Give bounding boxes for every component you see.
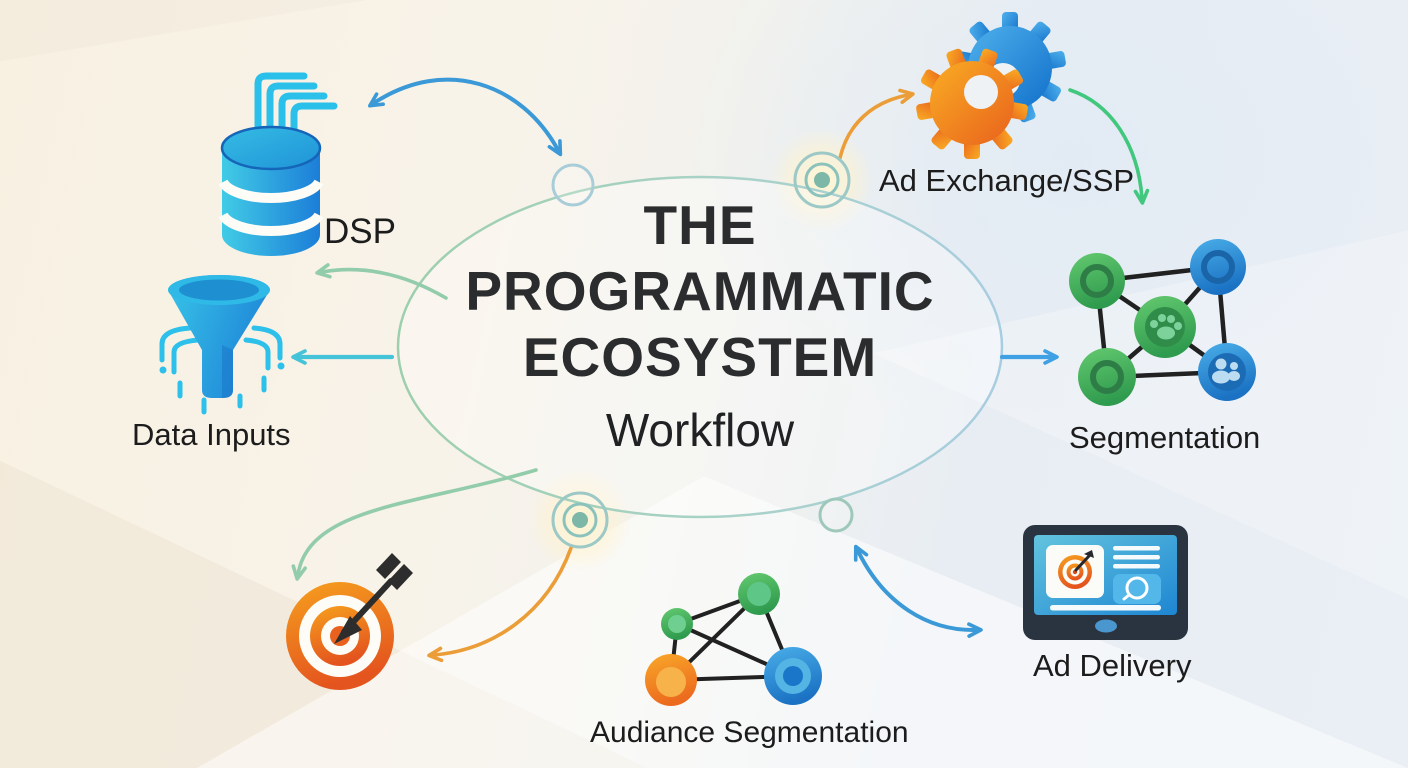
title-subtitle: Workflow — [605, 404, 795, 456]
target-arrow-icon — [286, 553, 413, 690]
title-line-3: ECOSYSTEM — [522, 326, 878, 388]
ad-exchange-ssp-label: Ad Exchange/SSP — [879, 163, 1135, 198]
junction-node-rings — [551, 491, 609, 549]
junction-node-rings — [793, 151, 851, 209]
funnel-icon — [159, 275, 285, 415]
mini-target — [1058, 550, 1094, 589]
connector-dsp-ellipse — [368, 77, 563, 157]
connector-ellipse-adexchange — [838, 88, 915, 160]
database-icon — [218, 72, 338, 256]
audience-segmentation-label: Audiance Segmentation — [590, 716, 909, 749]
ellipse-junction-nodes — [551, 151, 854, 549]
connector-node-addelivery — [853, 544, 983, 638]
connector-ellipse-dsp — [315, 263, 448, 300]
dsp-label: DSP — [324, 212, 396, 251]
tablet-ad-icon — [1023, 525, 1188, 640]
gears-icon — [916, 12, 1066, 159]
connector-arrows — [291, 77, 1150, 663]
ad-delivery-label: Ad Delivery — [1033, 648, 1192, 683]
connector-node-target — [427, 546, 573, 663]
connector-ellipse-target — [291, 468, 538, 581]
diagram-title: THE PROGRAMMATIC ECOSYSTEM Workflow — [400, 192, 1000, 458]
workflow-ellipse — [396, 175, 1004, 519]
junction-node-plain — [818, 497, 854, 533]
title-line-1: THE — [643, 194, 757, 256]
data-inputs-label: Data Inputs — [132, 417, 291, 452]
people-node — [1198, 343, 1256, 401]
network-nodes-icon — [1069, 239, 1256, 406]
segmentation-label: Segmentation — [1069, 420, 1261, 455]
connector-adexchange-segmentation — [1068, 88, 1150, 205]
paw-node — [1134, 296, 1196, 358]
title-line-2: PROGRAMMATIC — [465, 260, 935, 322]
network-graph-icon — [645, 573, 822, 706]
junction-node-plain — [551, 163, 595, 207]
